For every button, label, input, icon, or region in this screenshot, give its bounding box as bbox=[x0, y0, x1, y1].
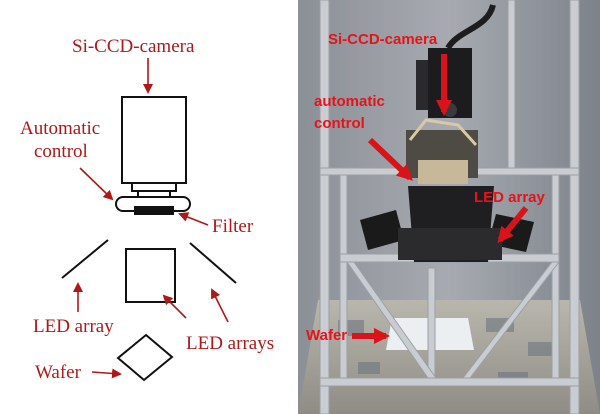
camera-label: Si-CCD-camera bbox=[72, 36, 195, 57]
filter-label: Filter bbox=[212, 216, 254, 237]
led-array-label: LED array bbox=[33, 316, 114, 337]
led-arrays-arrow-left bbox=[162, 294, 187, 319]
led-array-front bbox=[398, 228, 502, 260]
led-array-left bbox=[360, 210, 404, 250]
imaging-field-square bbox=[125, 248, 176, 303]
filter bbox=[134, 206, 174, 215]
photo-automatic-label-line1: automatic bbox=[314, 93, 385, 110]
wafer-arrow bbox=[91, 368, 122, 379]
setup-photo-panel: Si-CCD-camera automatic control LED arra… bbox=[298, 0, 600, 414]
automatic-control-label-line1: Automatic bbox=[20, 118, 100, 139]
photo-led-array-arrow bbox=[497, 206, 529, 244]
camera-body bbox=[121, 96, 187, 184]
automatic-control-arrow bbox=[79, 167, 114, 201]
led-array-left bbox=[61, 239, 109, 279]
filter-arrow bbox=[178, 212, 209, 226]
camera-cable bbox=[445, 4, 496, 50]
photo-wafer-label: Wafer bbox=[306, 327, 347, 344]
photo-automatic-arrow bbox=[367, 137, 413, 181]
led-arrays-arrow-right bbox=[211, 288, 229, 323]
camera-lens-mount bbox=[131, 182, 177, 192]
photo-automatic-label-line2: control bbox=[314, 115, 365, 132]
wafer-diamond bbox=[116, 333, 174, 382]
camera-side bbox=[416, 60, 428, 110]
led-arrays-label: LED arrays bbox=[186, 333, 274, 354]
schematic-panel: Si-CCD-camera Automatic control Filter L… bbox=[20, 36, 274, 383]
photo-led-array-label: LED array bbox=[474, 189, 546, 206]
mechanism-wires bbox=[408, 118, 478, 147]
mechanism-mount bbox=[418, 160, 468, 184]
photo-camera-label: Si-CCD-camera bbox=[328, 31, 438, 48]
wafer-label: Wafer bbox=[35, 362, 82, 383]
automatic-control-label-line2: control bbox=[34, 141, 88, 162]
led-array-right bbox=[189, 242, 237, 284]
